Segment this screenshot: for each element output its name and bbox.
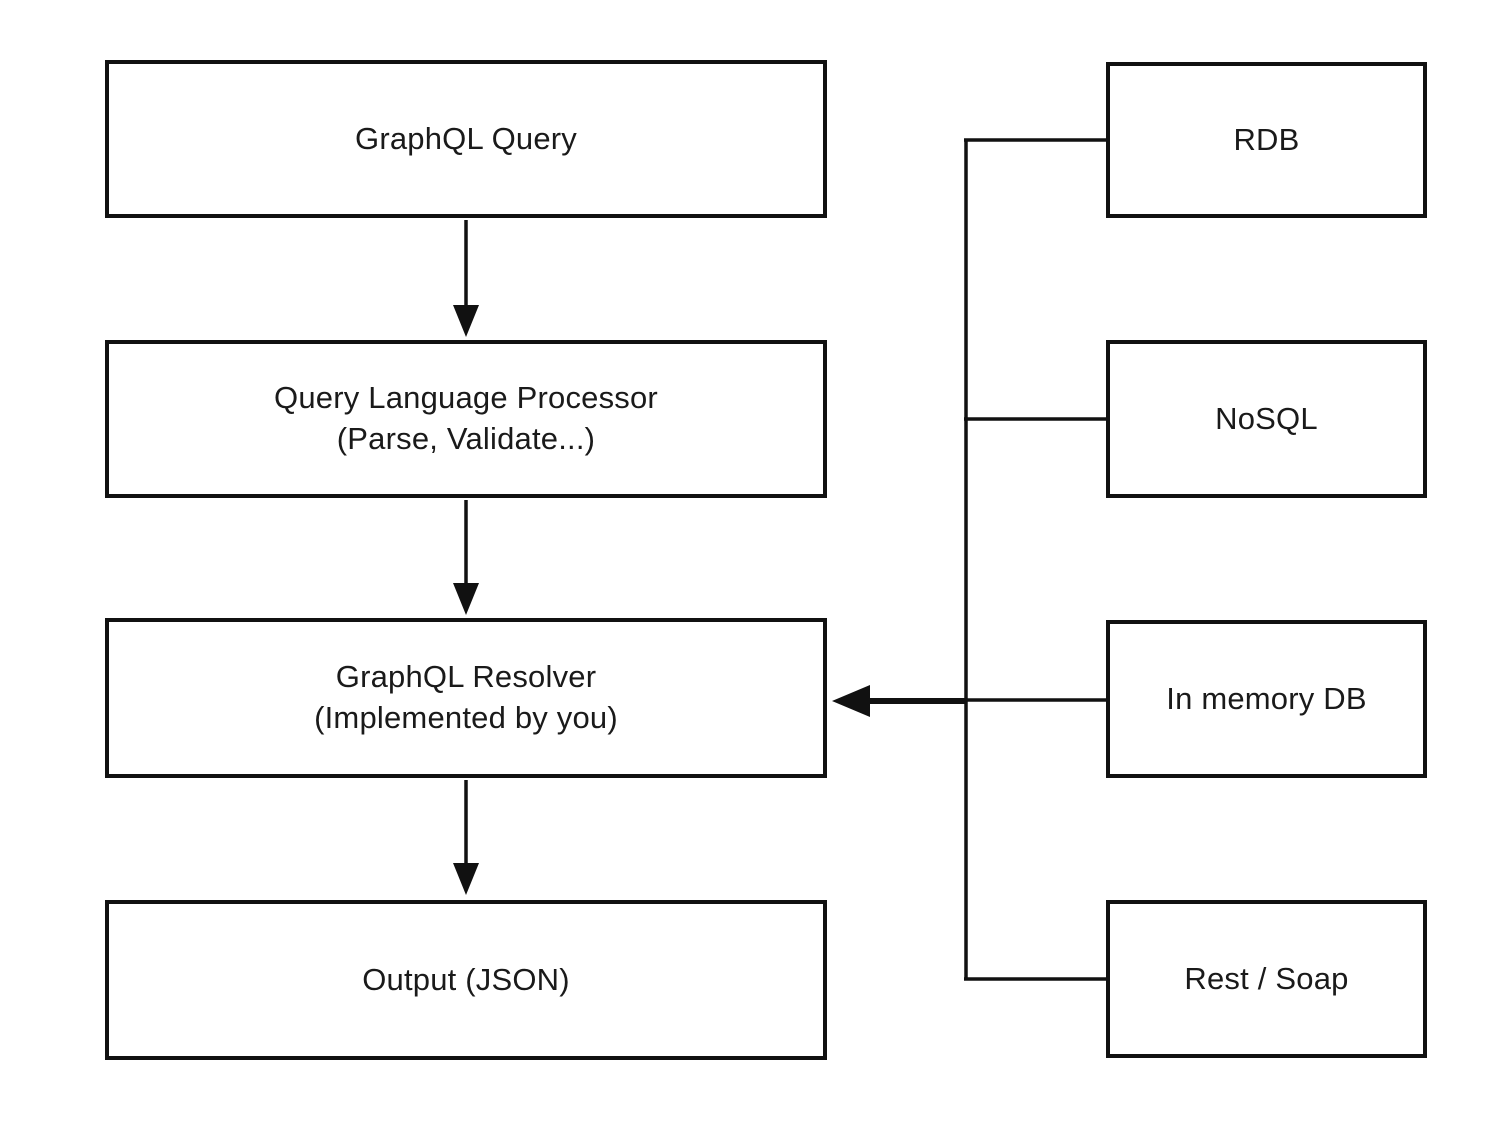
arrow-sources-to-resolver: [832, 685, 966, 717]
arrow-query-to-processor: [453, 220, 479, 337]
node-label: RDB: [1233, 121, 1300, 157]
node-label: Output (JSON): [362, 961, 570, 997]
node-label: NoSQL: [1215, 400, 1318, 436]
node-query-language-processor: Query Language Processor (Parse, Validat…: [105, 340, 827, 498]
node-sublabel: (Parse, Validate...): [336, 421, 596, 456]
node-label: In memory DB: [1166, 680, 1367, 716]
node-output-json: Output (JSON): [105, 900, 827, 1060]
node-rdb: RDB: [1106, 62, 1427, 218]
node-label: GraphQL Resolver: [335, 659, 597, 695]
node-graphql-query: GraphQL Query: [105, 60, 827, 218]
node-label: Rest / Soap: [1184, 960, 1349, 996]
node-sublabel: (Implemented by you): [314, 700, 618, 735]
node-graphql-resolver: GraphQL Resolver (Implemented by you): [105, 618, 827, 778]
node-label: GraphQL Query: [355, 120, 577, 156]
node-rest-soap: Rest / Soap: [1106, 900, 1427, 1058]
node-in-memory-db: In memory DB: [1106, 620, 1427, 778]
arrow-processor-to-resolver: [453, 500, 479, 615]
node-label: Query Language Processor: [274, 380, 658, 416]
arrow-resolver-to-output: [453, 780, 479, 895]
node-nosql: NoSQL: [1106, 340, 1427, 498]
